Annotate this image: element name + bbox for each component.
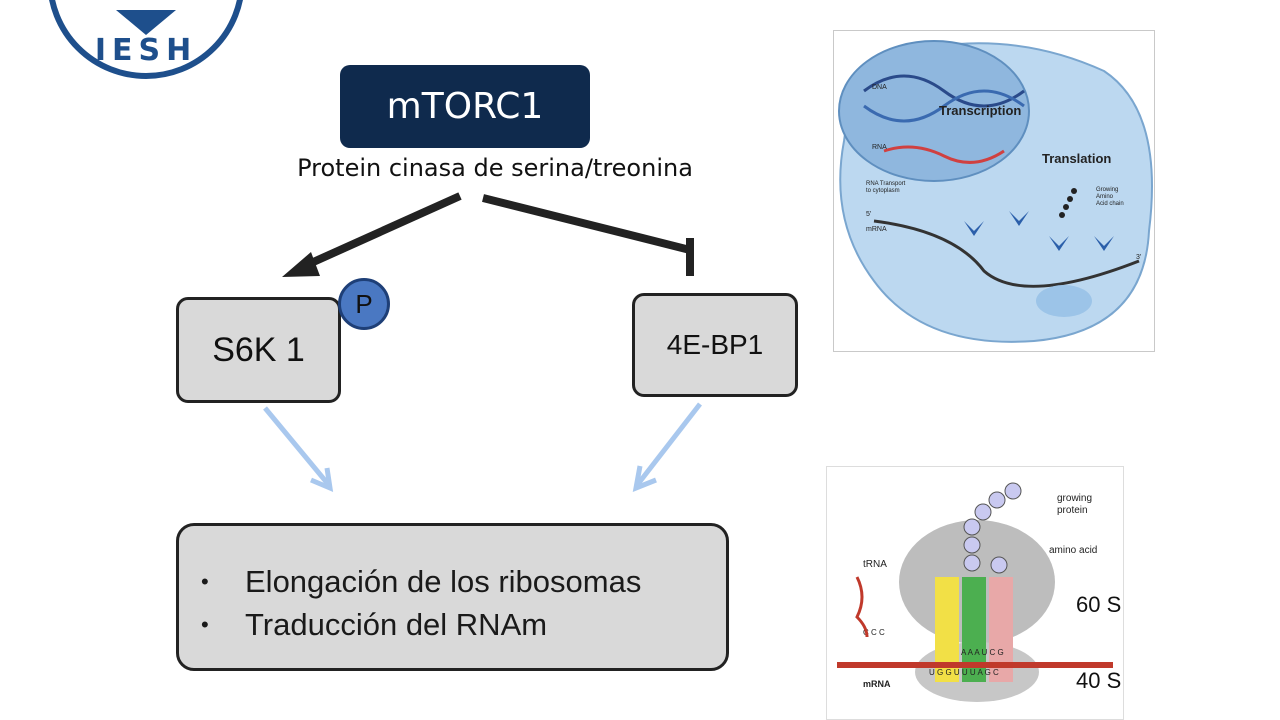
protein-chain bbox=[963, 482, 1022, 574]
rna-transport-label-2: to cytoplasm bbox=[866, 188, 900, 194]
ebp-effect-arrow bbox=[636, 402, 702, 486]
outcome-text: Elongación de los ribosomas bbox=[245, 563, 642, 599]
ribosome-illustration: growing protein amino acid tRNA C C C A … bbox=[837, 482, 1113, 702]
mrna-label: mRNA bbox=[863, 679, 891, 689]
4ebp1-node: 4E-BP1 bbox=[632, 293, 798, 397]
ribosome-figure: growing protein amino acid tRNA C C C A … bbox=[826, 466, 1124, 720]
cell-illustration: DNA RNA Transcription Translation RNA Tr… bbox=[838, 40, 1153, 343]
outcome-list: • Elongación de los ribosomas • Traducción… bbox=[201, 560, 726, 646]
subunit-60s-label: 60 S bbox=[1076, 592, 1122, 617]
4ebp1-label: 4E-BP1 bbox=[666, 329, 764, 360]
s6k1-node: S6K 1 bbox=[176, 297, 341, 403]
activation-arrow-head bbox=[282, 252, 320, 277]
growing-label: growing bbox=[1057, 493, 1092, 504]
activation-arrow-shaft bbox=[298, 192, 462, 272]
codon-bottom-label: U G G U U U A G C bbox=[929, 668, 999, 677]
growing-label-3: Acid chain bbox=[1096, 201, 1124, 207]
transcription-translation-figure: DNA RNA Transcription Translation RNA Tr… bbox=[833, 30, 1155, 352]
five-prime-label: 5' bbox=[866, 211, 871, 218]
rna-label: RNA bbox=[872, 144, 887, 151]
s6k1-label: S6K 1 bbox=[212, 330, 305, 369]
rna-transport-label-1: RNA Transport bbox=[866, 181, 906, 187]
codon-top-label: A A A U C G bbox=[961, 648, 1004, 657]
bullet-icon: • bbox=[201, 568, 209, 594]
mrna-label: mRNA bbox=[866, 226, 887, 233]
mtorc1-box: mTORC1 bbox=[340, 65, 590, 148]
s6k-effect-arrow bbox=[263, 406, 330, 486]
subunit-40s-label: 40 S bbox=[1076, 668, 1122, 693]
growing-label-2: Amino bbox=[1096, 194, 1114, 200]
translation-label: Translation bbox=[1042, 151, 1111, 166]
mtorc1-label: mTORC1 bbox=[386, 86, 544, 127]
ribosome-shape bbox=[1036, 285, 1092, 317]
free-trna-shape bbox=[855, 576, 869, 638]
growing-label-1: Growing bbox=[1096, 187, 1118, 193]
outcome-text: Traducción del RNAm bbox=[245, 606, 548, 642]
phosphate-label: P bbox=[355, 288, 373, 319]
inhibition-line bbox=[482, 194, 691, 254]
outcome-box: • Elongación de los ribosomas • Traducción… bbox=[176, 523, 729, 671]
logo-text: IESH bbox=[95, 33, 197, 68]
trna-icons bbox=[964, 211, 1114, 251]
ccc-label: C C C bbox=[863, 628, 885, 637]
amino-chain bbox=[1059, 188, 1077, 218]
outcome-item: • Traducción del RNAm bbox=[201, 603, 726, 646]
transcription-label: Transcription bbox=[939, 103, 1021, 118]
phosphate-badge: P bbox=[338, 278, 390, 330]
bullet-icon: • bbox=[201, 611, 209, 637]
s6k-effect-arrow-head bbox=[310, 467, 334, 493]
outcome-item: • Elongación de los ribosomas bbox=[201, 560, 726, 603]
protein-label: protein bbox=[1057, 505, 1088, 516]
ebp-effect-arrow-head bbox=[632, 465, 657, 492]
iesh-logo: IESH bbox=[49, 0, 243, 79]
amino-acid-label: amino acid bbox=[1049, 545, 1097, 556]
shield-icon bbox=[116, 10, 176, 35]
dna-label: DNA bbox=[872, 84, 887, 91]
mtorc1-description: Protein cinasa de serina/treonina bbox=[297, 154, 693, 182]
three-prime-label: 3' bbox=[1136, 254, 1141, 261]
trna-label: tRNA bbox=[863, 559, 887, 570]
mrna-strand bbox=[873, 219, 1140, 288]
